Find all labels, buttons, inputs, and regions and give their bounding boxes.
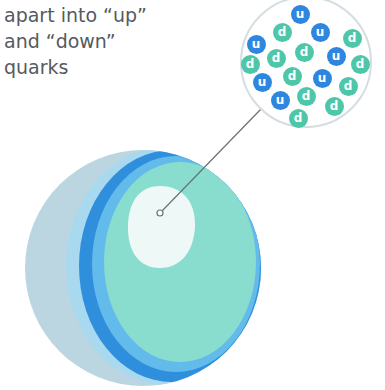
quark-letter: u: [313, 69, 332, 88]
quark-particle: u: [311, 23, 330, 42]
quark-particle: d: [351, 55, 370, 74]
star-surface: [25, 150, 261, 386]
particle-circle: [253, 73, 272, 92]
quark-particle: u: [291, 5, 310, 24]
quark-letter: u: [271, 91, 290, 110]
inner-crust-layer: [92, 156, 260, 372]
particle-circle: [273, 23, 292, 42]
quark-particle: d: [283, 67, 302, 86]
particle-circle: [289, 109, 308, 128]
quark-letter: d: [339, 77, 358, 96]
particle-circle: [241, 55, 260, 74]
caption-text: apart into “up” and “down” quarks: [4, 2, 156, 80]
quark-letter: u: [247, 35, 266, 54]
particle-circle: [339, 77, 358, 96]
particle-circle: [343, 29, 362, 48]
particle-circle: [297, 87, 316, 106]
quark-particle: u: [313, 69, 332, 88]
quark-letter: d: [273, 23, 292, 42]
leader-line: [162, 109, 261, 211]
quark-particle: d: [339, 77, 358, 96]
quark-particle: d: [297, 87, 316, 106]
quark-particle: u: [253, 73, 272, 92]
particle-circle: [295, 43, 314, 62]
crust-edge: [66, 147, 266, 385]
quark-particle: u: [247, 35, 266, 54]
particle-circle: [247, 35, 266, 54]
quark-particle: d: [241, 55, 260, 74]
inner-core: [128, 186, 195, 268]
quark-particle: d: [325, 97, 344, 116]
particle-circle: [311, 23, 330, 42]
quark-particle: u: [271, 91, 290, 110]
particle-circle: [271, 91, 290, 110]
quark-letter: d: [325, 97, 344, 116]
particle-circle: [267, 49, 286, 68]
particle-circle: [351, 55, 370, 74]
quark-letter: u: [291, 5, 310, 24]
quark-letter: d: [351, 55, 370, 74]
quark-particle: d: [343, 29, 362, 48]
quark-particle: d: [273, 23, 292, 42]
particle-circle: [313, 69, 332, 88]
particle-circle: [291, 5, 310, 24]
outer-crust-layer: [79, 150, 265, 382]
quark-letter: d: [267, 49, 286, 68]
quark-letter: d: [289, 109, 308, 128]
particle-circle: [283, 67, 302, 86]
quark-letter: d: [343, 29, 362, 48]
quark-letter: d: [297, 87, 316, 106]
particle-circle: [325, 97, 344, 116]
quark-letter: u: [311, 23, 330, 42]
quark-particle: d: [267, 49, 286, 68]
particle-circle: [327, 47, 346, 66]
quark-particle: d: [295, 43, 314, 62]
quark-particle: d: [289, 109, 308, 128]
quark-letter: d: [283, 67, 302, 86]
quark-letter: d: [295, 43, 314, 62]
magnified-view: [241, 0, 371, 127]
leader-dot: [157, 210, 163, 216]
quark-letter: u: [253, 73, 272, 92]
quark-letter: d: [241, 55, 260, 74]
quark-letter: u: [327, 47, 346, 66]
quark-particle: u: [327, 47, 346, 66]
